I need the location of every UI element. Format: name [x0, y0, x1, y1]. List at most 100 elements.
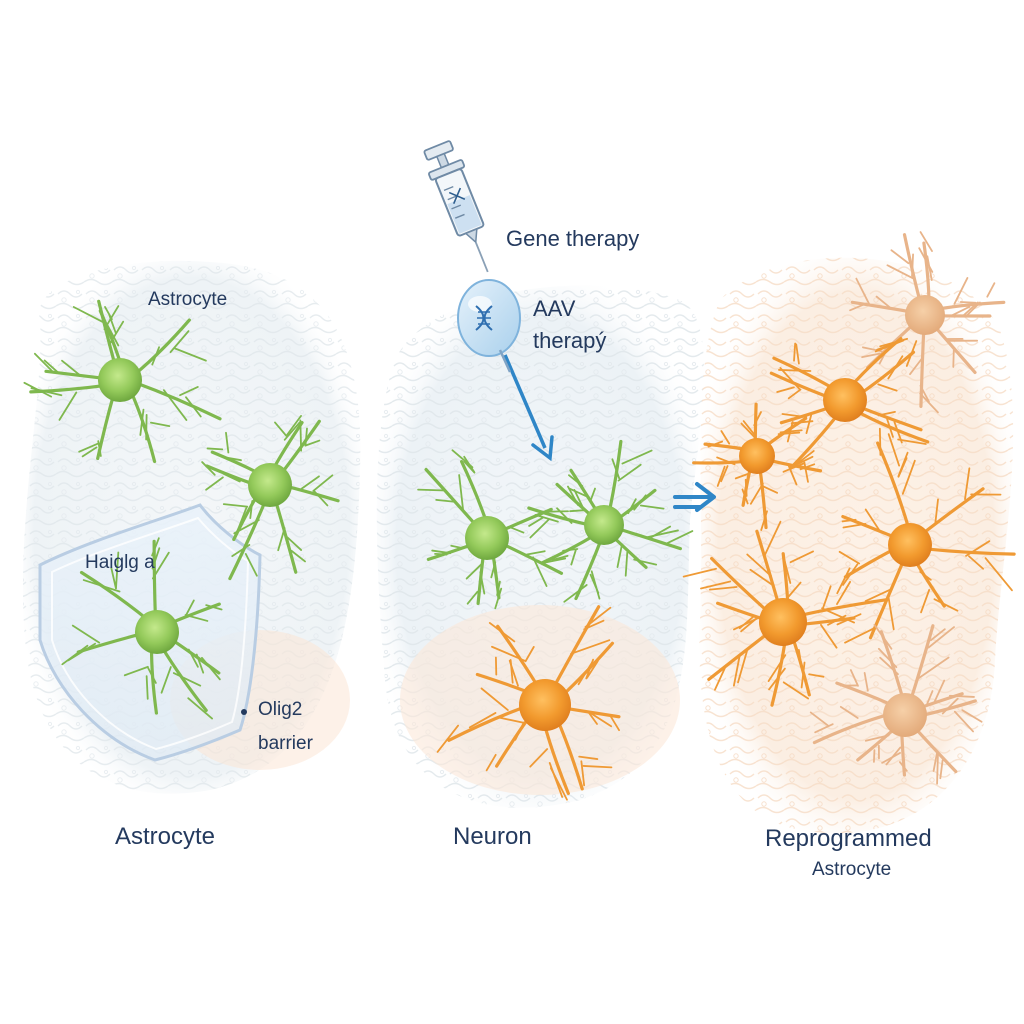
cell-branch [450, 544, 464, 550]
cell-branch [849, 302, 868, 312]
cell-process [923, 547, 1016, 556]
cell-branch [187, 697, 214, 720]
cell-branch [961, 709, 983, 723]
cell-branch [919, 392, 939, 414]
therapy-label: therapý [533, 328, 607, 353]
cell-branch [787, 581, 802, 598]
cell-body [905, 295, 945, 335]
cell-branch [110, 566, 117, 590]
cell-branch [948, 694, 975, 698]
cell-branch [733, 617, 760, 631]
cell-branch [583, 619, 605, 631]
cell-process [876, 441, 911, 532]
cell-branch [926, 255, 933, 281]
cell-branch [932, 752, 938, 772]
transition-arrow-icon [673, 482, 716, 512]
cell-branch [497, 716, 525, 724]
cell-branch [585, 658, 595, 680]
cell-branch [800, 661, 806, 689]
cell-branch [839, 705, 859, 719]
cell-branch [986, 282, 996, 298]
cell-process [79, 570, 150, 622]
cell-branch [71, 624, 101, 644]
cell-body [739, 438, 775, 474]
astrocyte-cell [417, 449, 569, 610]
cell-branch [879, 337, 908, 348]
cell-branch [742, 420, 756, 436]
cell-branch [578, 755, 599, 760]
cell-branch [491, 645, 527, 662]
cell-branch [805, 414, 813, 434]
cell-branch [584, 606, 612, 629]
cell-branch [925, 690, 934, 706]
cell-branch [570, 549, 577, 566]
cell-branch [700, 580, 732, 590]
cell-body [135, 610, 179, 654]
cell-branch [939, 759, 944, 780]
cell-branch [720, 465, 729, 483]
cell-branch [529, 518, 550, 539]
cell-branch [551, 554, 569, 561]
cell-branch [169, 330, 190, 354]
astrocyte-cell [23, 299, 222, 464]
cell-branch [782, 555, 792, 584]
cell-branch [920, 589, 931, 614]
cell-branch [933, 679, 946, 703]
cell-branch [532, 556, 548, 587]
cell-branch [887, 355, 904, 380]
cell-branch [290, 549, 306, 563]
gene-therapy-label: Gene therapy [506, 226, 640, 251]
cell-branch [901, 459, 916, 495]
cell-branch [514, 721, 525, 741]
reprogrammed-neuron-cell [836, 441, 1016, 644]
cell-branch [451, 449, 474, 469]
cell-branch [82, 579, 121, 593]
cell-branch [274, 421, 288, 437]
cell-branch [838, 550, 861, 565]
cell-branch [803, 461, 809, 483]
cell-branch [617, 463, 642, 482]
cell-branch [768, 667, 786, 691]
syringe-icon [423, 140, 489, 273]
cell-branch [299, 419, 303, 452]
cell-branch [108, 313, 117, 335]
astrocyte-cell-shielded [61, 537, 223, 720]
cell-branch [621, 449, 653, 465]
cell-branch [814, 723, 834, 734]
cell-branch [885, 746, 902, 766]
cell-branch [737, 647, 749, 684]
cell-branch [776, 386, 795, 393]
panel-right-caption-line2: Astrocyte [812, 859, 892, 880]
astrocyte-cell [527, 439, 694, 603]
cells-layer [23, 231, 1016, 801]
cell-branch [221, 455, 242, 462]
cell-branch [968, 555, 984, 570]
cell-branch [145, 675, 149, 700]
cell-branch [589, 573, 600, 594]
cell-branch [864, 734, 890, 742]
cell-branch [919, 384, 930, 403]
cell-branch [30, 387, 63, 397]
cell-body [98, 358, 142, 402]
cell-branch [911, 253, 914, 277]
cell-branch [139, 408, 145, 436]
olig2-label: Olig2 [258, 699, 303, 720]
cell-branch [875, 295, 892, 309]
cell-branch [488, 622, 516, 643]
cell-body [883, 693, 927, 737]
cell-branch [249, 500, 254, 519]
cell-branch [563, 584, 588, 603]
cell-branch [485, 753, 497, 772]
cell-branch [480, 687, 509, 711]
cell-branch [779, 429, 803, 434]
cell-process [908, 624, 935, 703]
cell-branch [468, 712, 497, 729]
faded-neuron-cell [849, 231, 1006, 414]
cell-branch [639, 504, 665, 510]
cell-branch [953, 710, 974, 733]
cell-branch [172, 672, 202, 687]
cell-branch [764, 520, 782, 556]
cell-body [519, 679, 571, 731]
cell-process [692, 459, 748, 465]
cell-branch [808, 673, 825, 678]
